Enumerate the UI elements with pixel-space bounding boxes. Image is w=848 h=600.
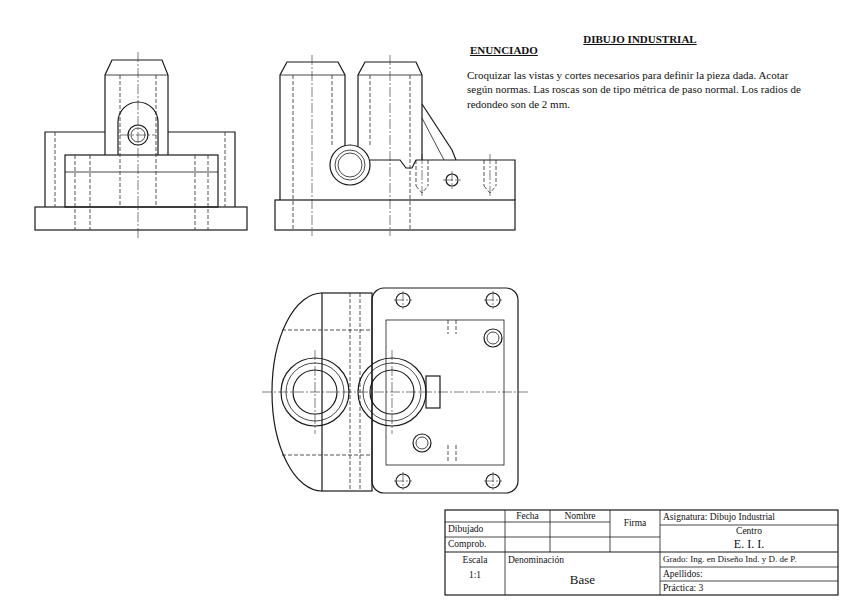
table-cell: Grado: Ing. en Diseño Ind. y D. de P. (660, 552, 838, 567)
table-header: Nombre (550, 510, 610, 522)
title-block-grid-line (445, 510, 838, 595)
top-view-line (282, 455, 372, 456)
side-view-line (390, 55, 391, 236)
title-block-grid-line (660, 525, 838, 526)
title-block-grid-line (550, 510, 551, 552)
front-view-line (35, 207, 247, 230)
table-cell: Asignatura: Dibujo Industrial (660, 510, 838, 525)
top-view-line (394, 291, 502, 309)
side-view-line (410, 75, 411, 230)
front-view-line (55, 132, 56, 207)
side-view-line (330, 145, 370, 185)
top-view-line (448, 445, 456, 462)
top-view-line (416, 437, 428, 449)
side-view-line (280, 75, 345, 76)
front-view-line (156, 75, 157, 207)
title-block-grid-line (445, 522, 610, 523)
side-view-line (422, 104, 456, 160)
title-block-grid-line (660, 567, 838, 568)
table-cell: Apellidos: (660, 567, 838, 581)
side-view-line (484, 160, 485, 186)
title-block-grid-line (445, 551, 838, 552)
front-view-line (120, 135, 156, 136)
top-view-line (262, 392, 530, 393)
front-view-line (168, 132, 235, 207)
top-view-line (372, 288, 518, 493)
top-view-line (315, 350, 316, 434)
title-block-grid (445, 510, 838, 595)
table-header: Firma (610, 510, 660, 537)
front-view-line (105, 75, 168, 76)
top-view-line (487, 332, 499, 344)
side-view-line (370, 160, 515, 200)
top-view-line (392, 350, 393, 434)
side-view-line (275, 200, 515, 230)
table-cell: Denominación (505, 553, 660, 567)
statement-text: Croquizar las vistas y cortes necesarios… (467, 68, 812, 111)
side-view-line (312, 55, 313, 236)
side-view-line (338, 153, 362, 177)
front-view-line (225, 132, 226, 207)
side-view-line (370, 75, 371, 145)
top-view-line (484, 329, 502, 347)
side-view-line (416, 160, 417, 186)
front-view-line (65, 172, 218, 173)
top-view-line (282, 330, 372, 331)
top-view-line (448, 320, 456, 334)
part-name: Base (505, 568, 660, 592)
table-cell: Dibujado (445, 522, 505, 537)
heading: ENUNCIADO (467, 43, 597, 57)
title-block-grid-line (660, 581, 838, 582)
table-cell: Escala (445, 553, 505, 567)
side-view-line (490, 154, 491, 198)
side-view-line (293, 75, 294, 230)
side-view (275, 55, 515, 236)
table-cell: 1:1 (445, 568, 505, 582)
front-view-line (90, 155, 91, 230)
side-view-line (496, 160, 497, 186)
side-view-line (332, 75, 333, 145)
front-view-line (105, 60, 168, 155)
table-cell: E. I. I. (660, 538, 838, 552)
front-view-line (138, 52, 139, 238)
sheet-title: DIBUJO INDUSTRIAL (545, 32, 735, 46)
top-view-line (386, 320, 504, 465)
front-view-line (75, 155, 76, 230)
title-block-grid-line (610, 510, 611, 552)
top-view-line (413, 434, 431, 452)
side-view-line (428, 160, 429, 186)
table-header: Fecha (505, 510, 550, 522)
side-view-line (422, 118, 444, 160)
side-view-line (335, 150, 365, 180)
side-view-line (452, 171, 453, 189)
top-view-line (394, 472, 502, 490)
front-view (35, 52, 247, 238)
title-block-grid-line (445, 537, 660, 538)
front-view-line (120, 75, 121, 207)
table-cell: Centro (660, 525, 838, 538)
front-view-line (208, 155, 209, 230)
top-view (262, 288, 530, 493)
table-cell: Práctica: 3 (660, 581, 838, 595)
side-view-line (422, 154, 423, 198)
front-view-line (195, 155, 196, 230)
table-cell: Comprob. (445, 537, 505, 552)
